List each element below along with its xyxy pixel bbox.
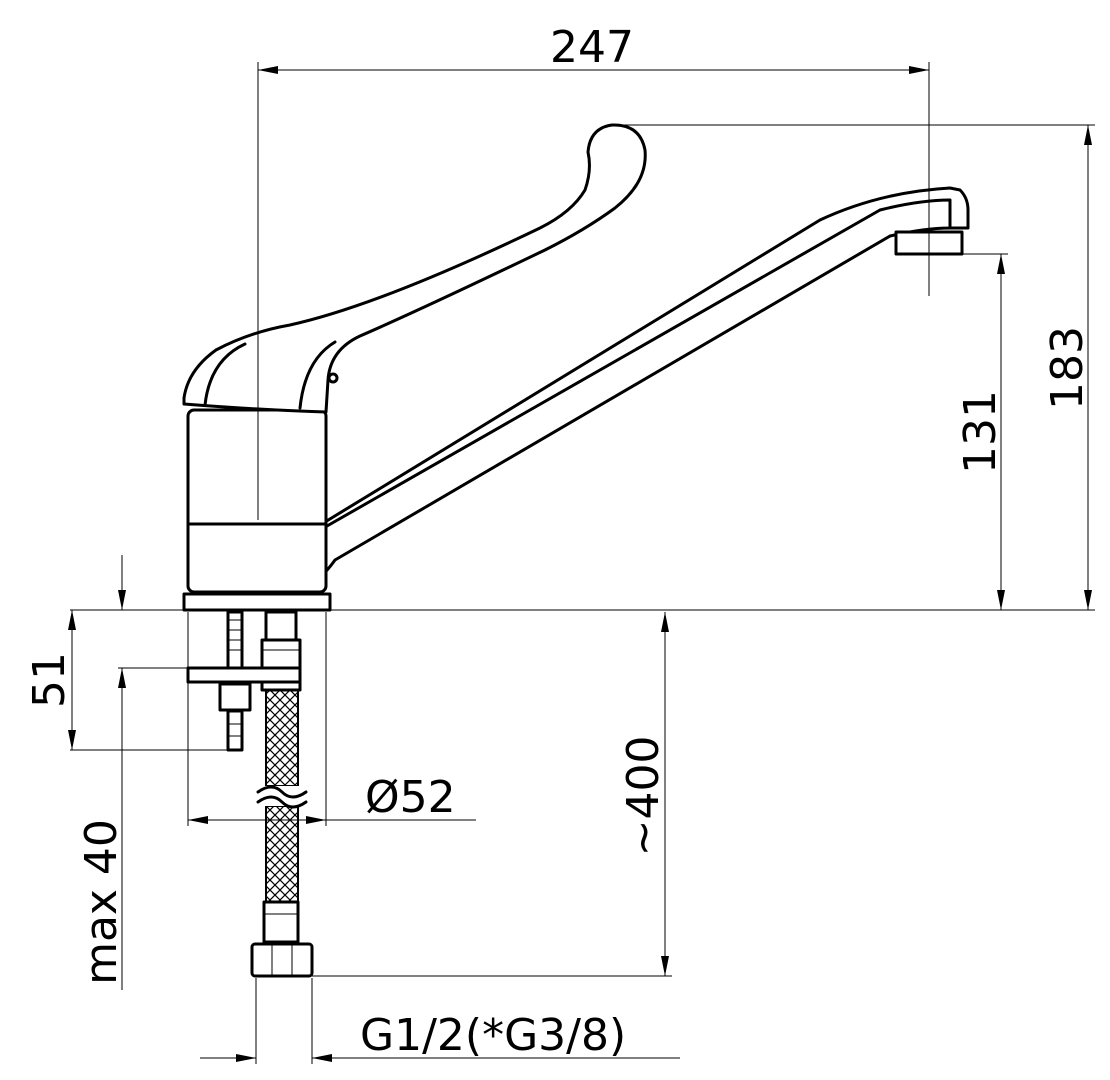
- body-base: [182, 592, 332, 612]
- body-cylinder: [186, 408, 328, 594]
- faucet-outline: [182, 123, 970, 612]
- lever-inner-line-2: [298, 340, 337, 410]
- dim-body-diameter: Ø52: [365, 772, 456, 823]
- dim-mount-depth: 51: [24, 652, 75, 708]
- lever-handle: [182, 123, 647, 414]
- dim-overall-length: 247: [550, 22, 634, 73]
- braided-hose: [265, 689, 299, 787]
- lever-screw: [327, 372, 339, 384]
- hose-top-tube: [264, 610, 298, 644]
- dim-hose-length: ~400: [618, 736, 669, 857]
- mounting-plate-lip: [260, 680, 302, 692]
- mounting-plate: [186, 666, 302, 684]
- dim-overall-height: 183: [1042, 326, 1093, 410]
- hose-top-ferrule: [260, 638, 302, 670]
- dim-max-thickness: max 40: [76, 819, 127, 985]
- dimension-lines: [68, 62, 1095, 1064]
- hose-bottom-ferrule: [262, 900, 300, 944]
- lever-inner-line: [203, 342, 247, 407]
- dim-thread: G1/2(*G3/8): [360, 1010, 626, 1061]
- hose-connection-nut: [250, 942, 314, 978]
- break-symbol: [256, 785, 308, 809]
- mounting-hardware: [186, 610, 314, 978]
- dimension-labels: 247 183 131 51 max 40 Ø52 ~400 G1/2(*G3/…: [24, 22, 1093, 1061]
- spout: [310, 198, 952, 580]
- spout-top-edge: [323, 186, 970, 524]
- dim-spout-height: 131: [955, 390, 1006, 474]
- mounting-nut: [218, 682, 252, 712]
